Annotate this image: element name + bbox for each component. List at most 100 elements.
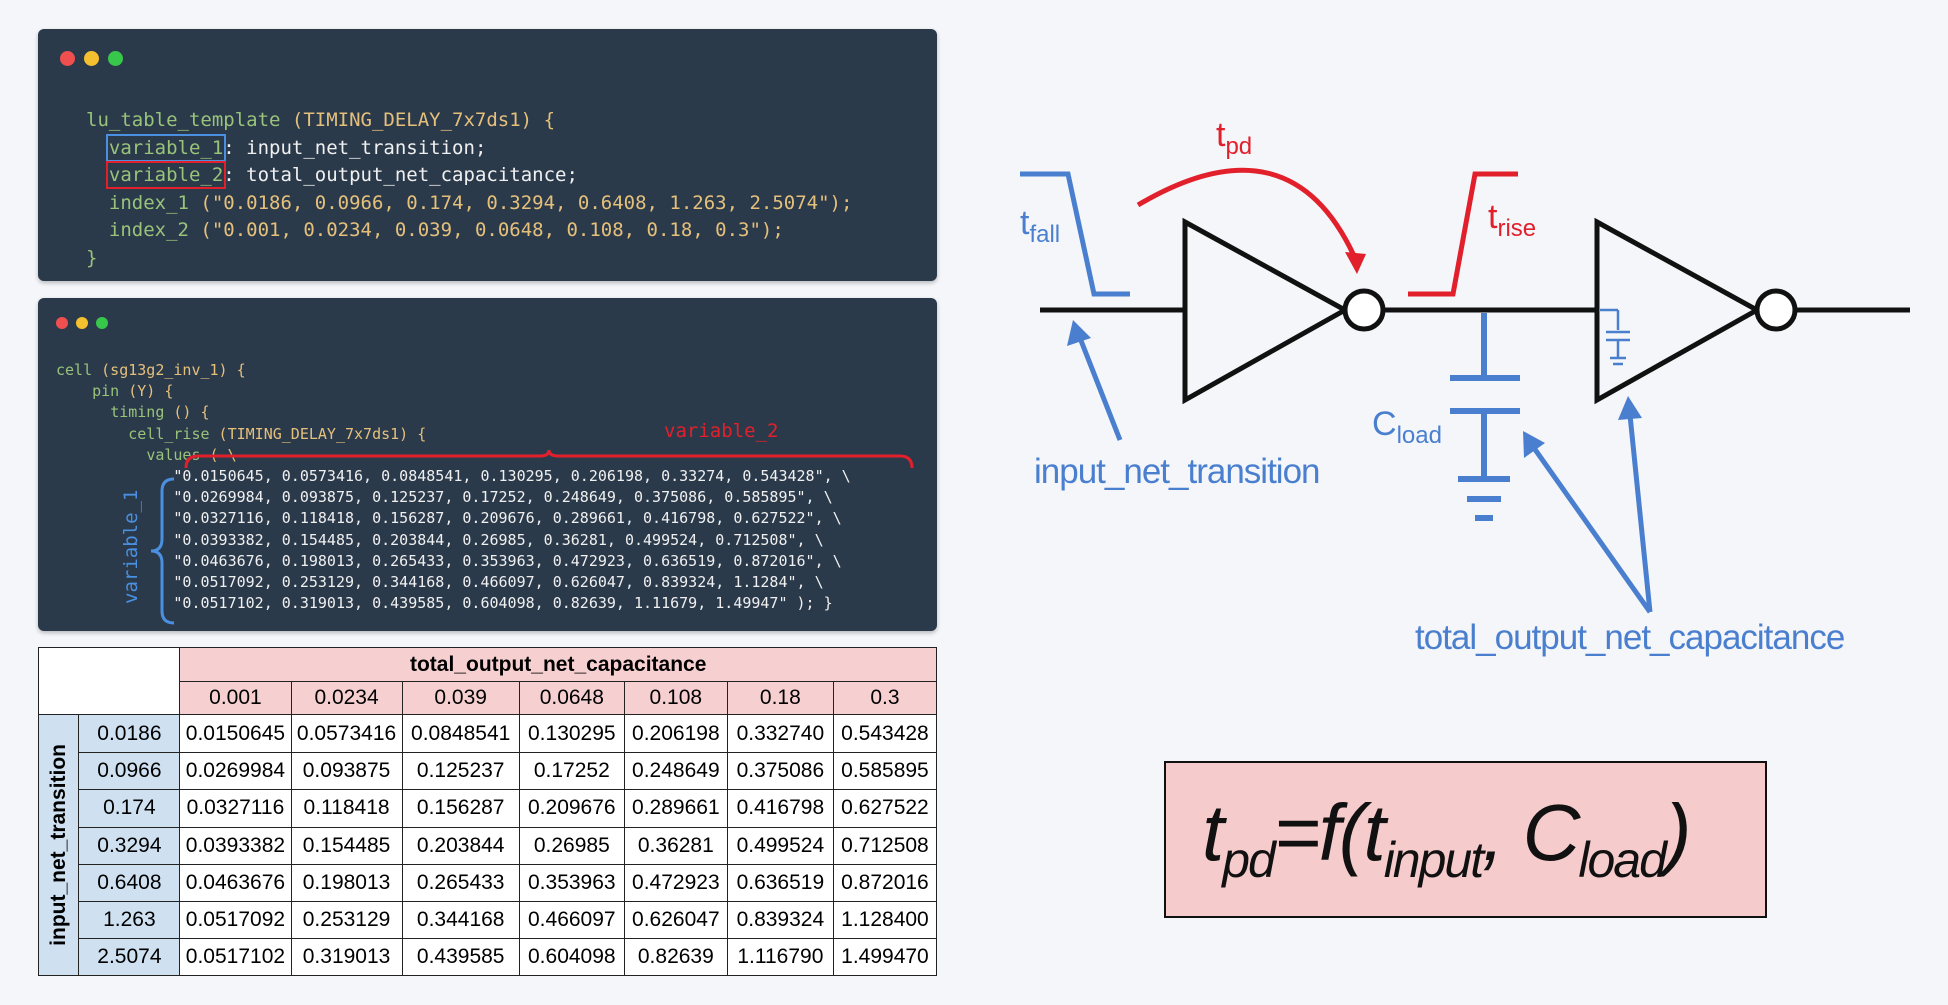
code-keyword: cell [56, 361, 93, 379]
inverter-1 [1182, 217, 1386, 405]
gate-cap-label-arrow [1627, 414, 1653, 613]
cload-label-arrowhead [1523, 431, 1545, 458]
code-keyword: lu_table_template [86, 109, 281, 131]
label-sub: pd [1225, 132, 1253, 160]
table-cell: 0.872016 [832, 863, 938, 902]
propagation-delay-arrow [1136, 167, 1358, 260]
values-row-2: "0.0269984, 0.093875, 0.125237, 0.17252,… [173, 488, 833, 507]
label-main: t [1216, 116, 1226, 154]
input-label-arrow [1077, 337, 1123, 441]
code-text: ("0.001, 0.0234, 0.039, 0.0648, 0.108, 0… [188, 219, 784, 242]
table-cell: 0.585895 [832, 752, 938, 791]
input-label-arrowhead [1067, 320, 1091, 346]
table-cell: 0.265433 [401, 863, 520, 902]
values-row-6: "0.0517092, 0.253129, 0.344168, 0.466097… [173, 573, 824, 592]
table-cell: 0.0463676 [179, 863, 292, 902]
code-text: () { [164, 403, 210, 422]
table-cell: 0.130295 [518, 714, 625, 754]
label-input-net-transition: input_net_transition [1034, 452, 1320, 491]
table-cell: 1.499470 [832, 937, 938, 977]
values-row-5: "0.0463676, 0.198013, 0.265433, 0.353963… [173, 551, 842, 570]
code-text: : total_output_net_capacitance; [223, 164, 578, 187]
code-window-cell-timing: cell (sg13g2_inv_1) { pin (Y) { timing (… [38, 298, 937, 631]
formula-t2: t [1363, 788, 1385, 877]
table-cell: 1.128400 [832, 900, 938, 939]
column-axis-header: total_output_net_capacitance [179, 646, 937, 683]
row-index: 1.263 [78, 900, 181, 939]
table-cell: 0.26985 [518, 826, 625, 865]
code-window-lu-table-template: lu_table_template (TIMING_DELAY_7x7ds1) … [38, 29, 937, 281]
table-cell: 0.0150645 [179, 714, 292, 754]
code-text: (TIMING_DELAY_7x7ds1) { [280, 109, 556, 131]
label-sub: load [1396, 421, 1442, 449]
table-cell: 0.332740 [726, 714, 834, 754]
label-total-output-net-capacitance: total_output_net_capacitance [1415, 618, 1845, 657]
table-cell: 0.209676 [518, 789, 625, 828]
table-cell: 0.626047 [623, 900, 728, 939]
table-cell: 0.203844 [401, 826, 520, 865]
code-text: : input_net_transition; [223, 136, 487, 159]
table-cell: 0.248649 [623, 752, 728, 791]
cload-label-arrow [1531, 446, 1653, 614]
label-sub: fall [1029, 220, 1061, 248]
variable-2-box: variable_2 [105, 161, 227, 190]
table-cell: 0.093875 [290, 752, 403, 791]
code-text: ("0.0186, 0.0966, 0.174, 0.3294, 0.6408,… [188, 191, 853, 214]
inverter-2 [1594, 217, 1798, 405]
code-keyword: index_1 [108, 191, 189, 214]
table-cell: 0.499524 [726, 826, 834, 865]
table-cell: 0.344168 [401, 900, 520, 939]
table-cell: 0.0573416 [290, 714, 403, 754]
table-cell: 0.289661 [623, 789, 728, 828]
formula-t: t [1202, 788, 1224, 877]
table-cell: 0.375086 [726, 752, 834, 791]
formula-input: input [1383, 832, 1484, 888]
table-cell: 0.253129 [290, 900, 403, 939]
table-cell: 0.839324 [726, 900, 834, 939]
table-cell: 0.0517092 [179, 900, 292, 939]
column-header: 0.108 [623, 681, 728, 716]
rising-edge-waveform [1408, 171, 1518, 297]
column-header: 0.0648 [518, 681, 625, 716]
label-sub: rise [1497, 214, 1537, 242]
formula-pd: pd [1222, 832, 1276, 888]
table-cell: 0.154485 [290, 826, 403, 865]
formula-comma: , [1482, 788, 1523, 877]
row-axis-label: input_net_transition [46, 744, 70, 947]
code-text: (sg13g2_inv_1) { [92, 361, 246, 379]
table-cell: 0.627522 [832, 789, 938, 828]
values-row-1: "0.0150645, 0.0573416, 0.0848541, 0.1302… [173, 467, 851, 486]
label-main: t [1488, 198, 1498, 236]
delay-formula-box: tpd=f(tinput, Cload) [1164, 761, 1767, 918]
table-cell: 0.712508 [832, 826, 938, 865]
table-cell: 0.198013 [290, 863, 403, 902]
table-cell: 0.125237 [401, 752, 520, 791]
table-cell: 0.0848541 [401, 714, 520, 754]
row-index: 0.0186 [78, 714, 181, 754]
window-close-dot [60, 51, 75, 66]
variable-2-brace [184, 450, 914, 469]
variable-1-box: variable_1 [105, 133, 227, 162]
formula-close: ) [1664, 788, 1692, 877]
table-cell: 0.416798 [726, 789, 834, 828]
variable-1-brace [150, 477, 175, 625]
column-header: 0.18 [726, 681, 834, 716]
propagation-delay-arrowhead [1345, 252, 1366, 274]
window-maximize-dot [96, 317, 108, 329]
values-row-4: "0.0393382, 0.154485, 0.203844, 0.26985,… [173, 530, 824, 549]
code-keyword: pin [92, 382, 120, 401]
table-cell: 0.156287 [401, 789, 520, 828]
values-row-3: "0.0327116, 0.118418, 0.156287, 0.209676… [173, 509, 842, 528]
window-maximize-dot [108, 51, 123, 66]
row-index: 0.6408 [78, 863, 181, 902]
label-t-fall: tfall [1020, 204, 1060, 249]
delay-formula: tpd=f(tinput, Cload) [1202, 787, 1692, 889]
input-capacitance-icon [1600, 308, 1630, 366]
code-keyword: timing [110, 403, 165, 422]
annotation-variable-1: variable_1 [120, 489, 142, 604]
